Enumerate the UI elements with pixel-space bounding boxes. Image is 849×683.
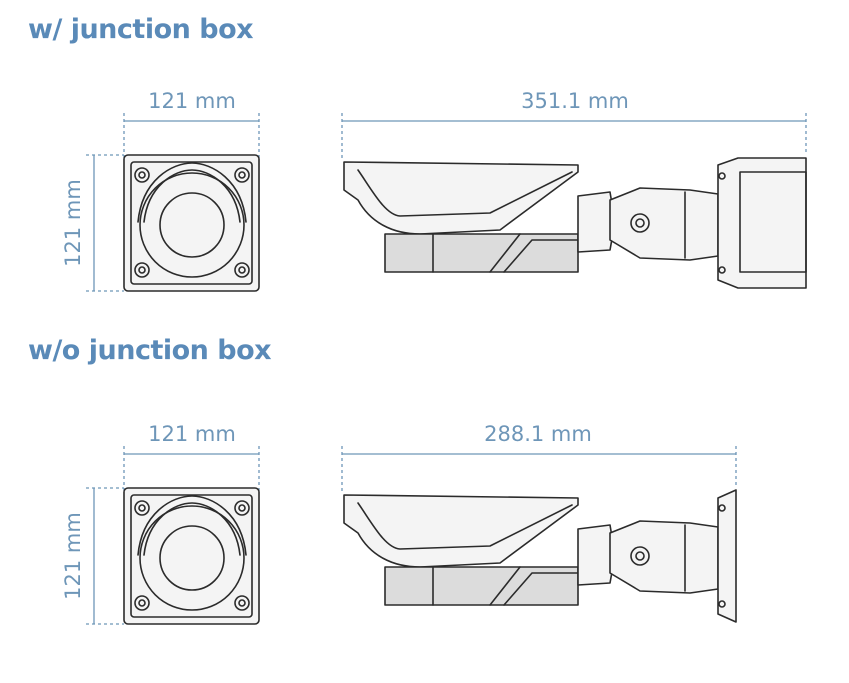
front-width-label: 121 mm bbox=[148, 89, 236, 113]
front-width-label: 121 mm bbox=[148, 422, 236, 446]
camera-front-view bbox=[123, 154, 260, 292]
front-height-label: 121 mm bbox=[61, 179, 85, 267]
front-width-dimension: 121 mm bbox=[123, 422, 260, 492]
side-length-dimension: 288.1 mm bbox=[341, 422, 737, 492]
front-height-dimension: 121 mm bbox=[61, 154, 124, 292]
drawing-with-junction-box: 121 mm 121 mm 351.1 mm bbox=[61, 89, 807, 292]
side-length-label: 288.1 mm bbox=[484, 422, 592, 446]
screw-icon bbox=[134, 167, 150, 183]
side-length-dimension: 351.1 mm bbox=[341, 89, 807, 160]
camera-side-view bbox=[343, 489, 737, 623]
screw-icon bbox=[134, 595, 150, 611]
screw-icon bbox=[234, 500, 250, 516]
screw-icon bbox=[234, 595, 250, 611]
front-width-dimension: 121 mm bbox=[123, 89, 260, 160]
screw-icon bbox=[134, 262, 150, 278]
front-height-label: 121 mm bbox=[61, 512, 85, 600]
camera-front-view bbox=[123, 487, 260, 625]
drawing-without-junction-box: 121 mm 121 mm 288.1 mm bbox=[61, 422, 737, 625]
section-title-without-junction-box: w/o junction box bbox=[28, 335, 272, 366]
screw-icon bbox=[234, 262, 250, 278]
front-height-dimension: 121 mm bbox=[61, 487, 124, 625]
camera-side-view bbox=[343, 157, 807, 289]
section-title-with-junction-box: w/ junction box bbox=[28, 14, 254, 45]
screw-icon bbox=[234, 167, 250, 183]
side-length-label: 351.1 mm bbox=[521, 89, 629, 113]
screw-icon bbox=[134, 500, 150, 516]
